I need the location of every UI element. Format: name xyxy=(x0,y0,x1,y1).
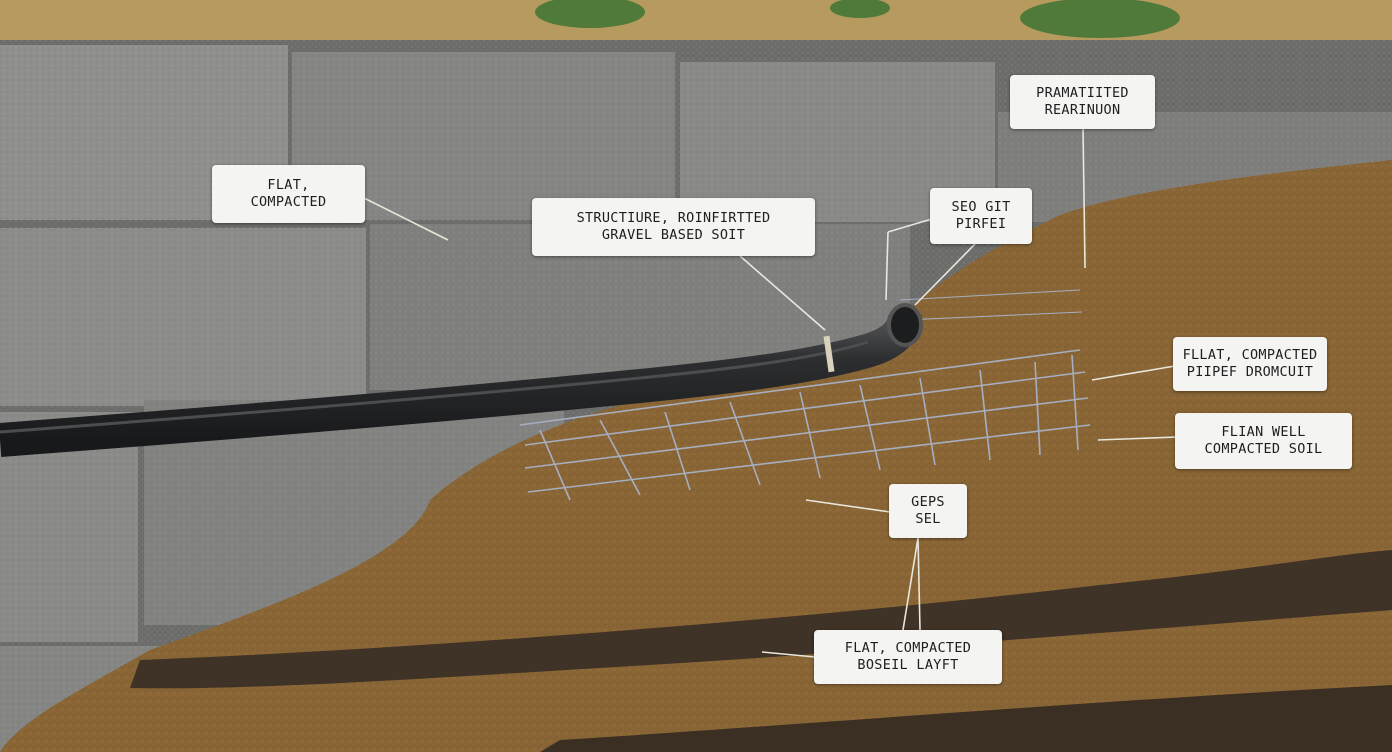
dark-soil-layer-lower xyxy=(540,685,1392,752)
label-flat-compacted-top: FLAT,COMPACTED xyxy=(212,165,365,223)
leader-lines xyxy=(361,127,1178,658)
pipe-end xyxy=(887,303,923,347)
soil-section xyxy=(0,160,1392,752)
dark-soil-layer-upper xyxy=(130,550,1392,689)
reinforcement-mesh xyxy=(519,289,1091,501)
drain-pipe xyxy=(0,303,923,457)
grass-tufts xyxy=(535,0,1180,38)
pipe-strap xyxy=(823,335,835,373)
